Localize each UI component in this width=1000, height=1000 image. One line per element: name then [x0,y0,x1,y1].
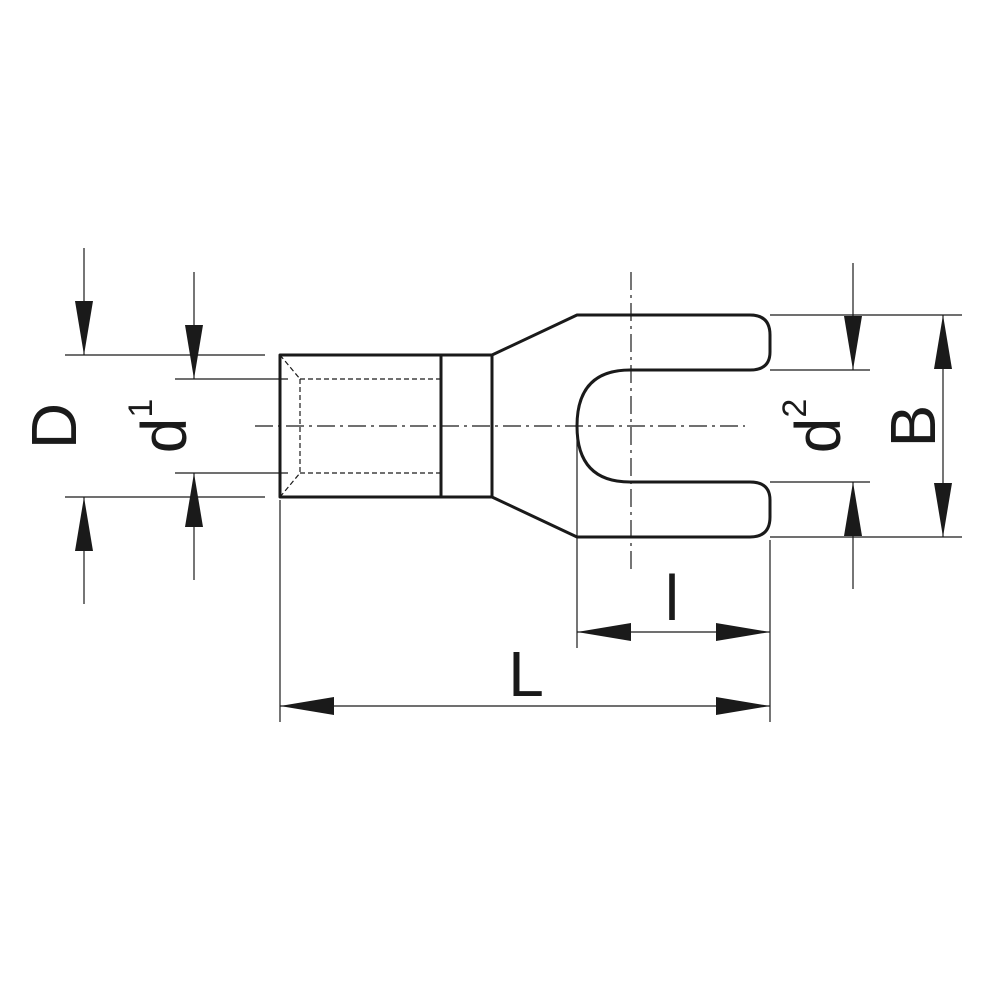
center-lines [255,272,745,572]
label-d2: d2 [776,399,854,454]
dimension-L: L [279,500,770,722]
bore-hidden-lines [279,354,441,498]
dimension-d1: d1 [122,272,288,580]
dimension-B: B [770,314,962,538]
label-d1: d1 [122,399,200,454]
label-L: L [508,638,544,710]
label-B: B [877,405,949,448]
dimension-d2: d2 [770,263,870,589]
dimension-D: D [18,248,265,604]
label-l: l [665,562,679,634]
dimension-l: l [576,426,771,722]
label-D: D [18,403,90,449]
